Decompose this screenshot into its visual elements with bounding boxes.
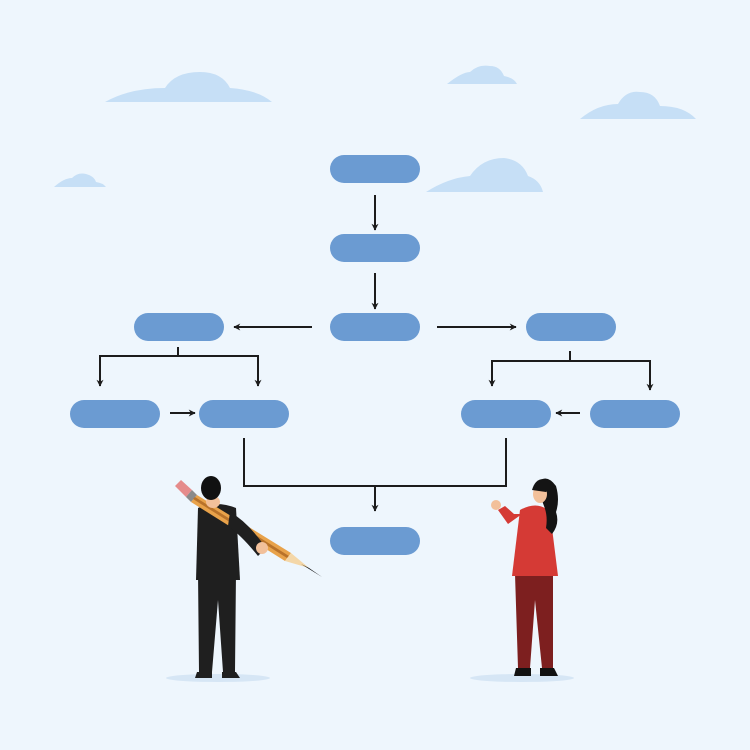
cloud	[105, 72, 272, 102]
flowchart-nodes	[70, 155, 680, 555]
clouds	[54, 65, 696, 192]
man-shoe	[195, 672, 212, 678]
flowchart-node	[199, 400, 289, 428]
ground-shadow	[166, 674, 270, 682]
man-head	[201, 476, 221, 500]
woman-presenting	[491, 478, 558, 676]
woman-trousers	[515, 574, 553, 668]
cloud	[54, 173, 106, 187]
man-shoe	[222, 672, 240, 678]
woman-arm	[498, 506, 522, 524]
cloud	[447, 65, 517, 84]
flowchart-node	[330, 313, 420, 341]
flowchart-node	[461, 400, 551, 428]
flowchart-node	[330, 155, 420, 183]
woman-head	[532, 479, 550, 492]
cloud	[426, 158, 543, 192]
man-holding-pencil	[175, 476, 322, 678]
woman-blazer	[512, 505, 558, 576]
connectors	[96, 195, 654, 512]
flowchart-node	[70, 400, 160, 428]
flowchart-node	[590, 400, 680, 428]
flowchart-node	[330, 234, 420, 262]
flowchart-node	[330, 527, 420, 555]
woman-shoe	[514, 668, 531, 676]
flowchart-node	[526, 313, 616, 341]
flowchart-node	[134, 313, 224, 341]
connector-branch	[491, 360, 651, 384]
woman-hand	[491, 500, 501, 510]
cloud	[580, 91, 696, 119]
man-arm	[228, 512, 266, 556]
man-trousers	[198, 572, 236, 672]
woman-shoe	[540, 668, 558, 676]
man-hand	[256, 542, 268, 554]
